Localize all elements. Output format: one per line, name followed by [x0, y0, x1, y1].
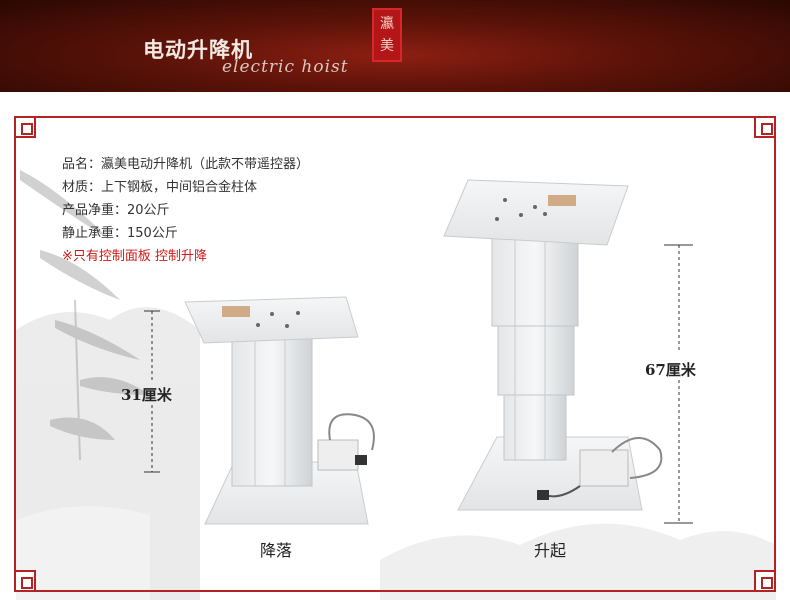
raised-height-label: 67厘米 — [645, 361, 696, 379]
lowered-lifter — [184, 296, 375, 525]
raised-caption: 升起 — [534, 541, 567, 560]
page-title: 电动升降机 — [143, 37, 253, 62]
spec-net-weight: 产品净重：20公斤 — [62, 203, 170, 218]
dimension-line-raised — [664, 244, 693, 524]
seal-char-2: 美 — [380, 38, 394, 54]
raised-lifter — [443, 179, 663, 511]
frame-corner-ornament — [754, 570, 776, 592]
frame-corner-ornament — [754, 116, 776, 138]
seal-char-1: 瀛 — [380, 16, 394, 32]
page-subtitle: electric hoist — [222, 57, 349, 77]
product-specs: 品名：瀛美电动升降机（此款不带遥控器） 材质：上下钢板，中间铝合金柱体 产品净重… — [62, 153, 309, 268]
bamboo-leaves — [20, 170, 150, 461]
header-banner: 电动升降机 electric hoist 瀛 美 — [0, 0, 790, 92]
frame-corner-ornament — [14, 116, 36, 138]
lowered-height-label: 31厘米 — [121, 386, 172, 404]
frame-corner-ornament — [14, 570, 36, 592]
lowered-caption: 降落 — [260, 541, 293, 560]
spec-static-load: 静止承重：150公斤 — [62, 226, 178, 241]
spec-material: 材质：上下钢板，中间铝合金柱体 — [62, 180, 258, 195]
ink-mountains — [16, 307, 776, 600]
spec-note: ※只有控制面板 控制升降 — [62, 249, 208, 264]
dimension-line-lowered — [144, 310, 160, 473]
spec-name: 品名：瀛美电动升降机（此款不带遥控器） — [62, 157, 310, 172]
brand-seal-logo: 瀛 美 — [372, 8, 402, 62]
decorative-frame — [14, 116, 776, 592]
